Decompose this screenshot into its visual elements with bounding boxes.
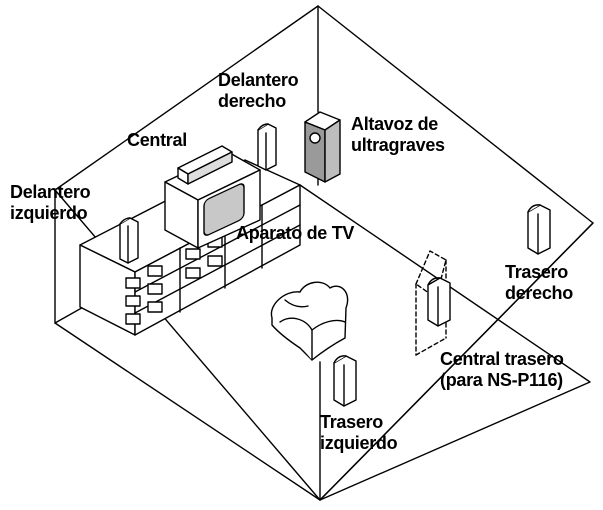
rear-left-speaker (333, 355, 357, 407)
subwoofer (304, 111, 341, 183)
label-rear-left: Trasero izquierdo (320, 412, 398, 454)
label-center-line1: Central (127, 130, 187, 150)
rear-right-speaker (527, 204, 551, 255)
label-subwoofer-line1: Altavoz de (351, 114, 439, 134)
label-front-right-line2: derecho (218, 91, 286, 111)
label-tv: Aparato de TV (236, 223, 354, 244)
front-right-speaker (257, 123, 277, 171)
label-front-right: Delantero derecho (218, 70, 299, 112)
label-rear-right-line1: Trasero (505, 262, 568, 282)
label-rear-center-line1: Central trasero (440, 349, 564, 369)
label-rear-right: Trasero derecho (505, 262, 573, 304)
label-rear-left-line2: izquierdo (320, 433, 398, 453)
label-tv-line1: Aparato de TV (236, 223, 355, 243)
label-center: Central (127, 130, 187, 151)
label-subwoofer: Altavoz de ultragraves (351, 114, 445, 156)
front-left-speaker (119, 217, 139, 264)
label-rear-center-line2: (para NS-P116) (440, 370, 563, 390)
label-front-left: Delantero izquierdo (10, 182, 91, 224)
label-rear-center: Central trasero (para NS-P116) (440, 349, 564, 391)
label-subwoofer-line2: ultragraves (351, 135, 445, 155)
tv-set (164, 151, 261, 249)
label-front-left-line1: Delantero (10, 182, 91, 202)
center-speaker (177, 145, 233, 185)
label-front-left-line2: izquierdo (10, 203, 88, 223)
rear-center-speaker (415, 250, 451, 356)
armchair (270, 281, 349, 361)
label-front-right-line1: Delantero (218, 70, 299, 90)
label-rear-right-line2: derecho (505, 283, 573, 303)
label-rear-left-line1: Trasero (320, 412, 383, 432)
